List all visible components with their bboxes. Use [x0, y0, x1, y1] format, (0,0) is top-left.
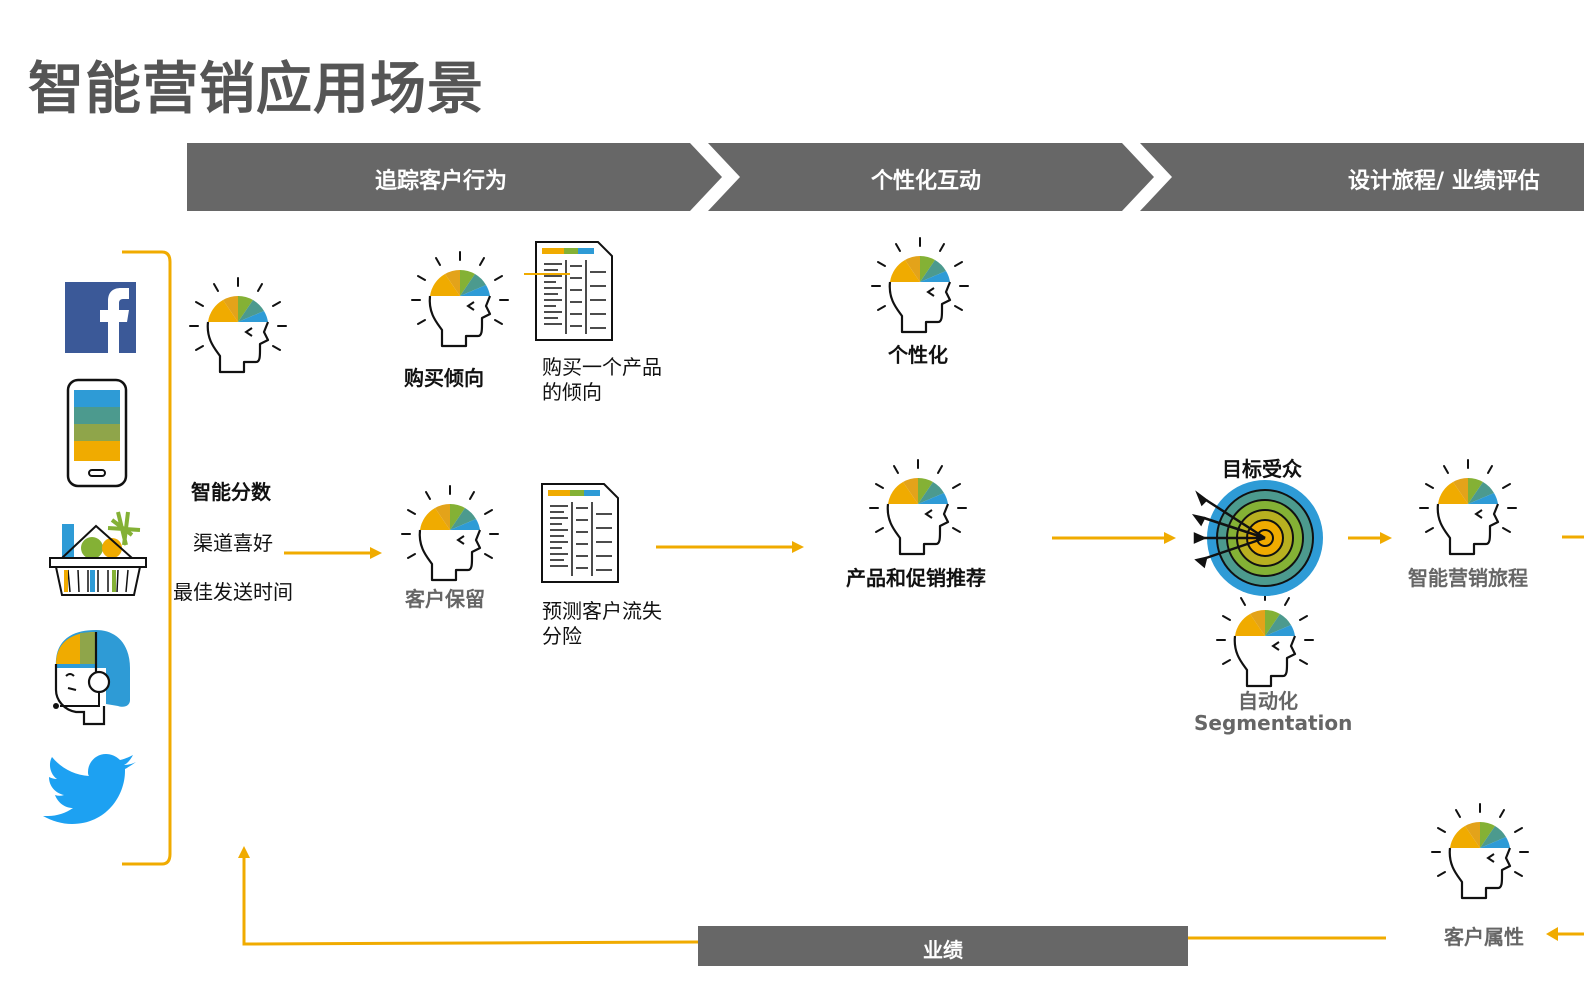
segmentation-label: Segmentation [1194, 711, 1353, 735]
phase-track-behavior: 追踪客户行为 [375, 169, 508, 194]
facebook-icon [65, 282, 136, 353]
attributes-head-icon [1430, 802, 1530, 900]
retention-head-icon [400, 484, 500, 582]
phase-journey-performance: 设计旅程/ 业绩评估 [1348, 169, 1540, 194]
segmentation-head-icon [1215, 590, 1315, 688]
recommendation-head-icon [868, 458, 968, 556]
phase-3-shape [1140, 143, 1584, 211]
shopping-basket-icon [49, 511, 147, 596]
purchase-propensity-head-icon [410, 250, 510, 348]
phase-bar [187, 143, 1584, 211]
report-icon [535, 241, 613, 341]
smart-journey-label: 智能营销旅程 [1408, 566, 1528, 590]
phase-2-shape [708, 143, 1154, 211]
arrow-heads [238, 532, 1558, 941]
personalization-label: 个性化 [888, 343, 948, 367]
customer-attributes-label: 客户属性 [1444, 925, 1524, 949]
target-audience-label: 目标受众 [1222, 457, 1302, 481]
smartphone-icon [66, 378, 128, 488]
best-send-time-label: 最佳发送时间 [173, 580, 293, 604]
journey-head-icon [1418, 458, 1518, 556]
churn-report-icon [541, 483, 619, 583]
flow-arrows [242, 535, 1584, 946]
page-title: 智能营销应用场景 [28, 57, 484, 122]
call-agent-icon [53, 630, 130, 726]
channel-bracket [122, 250, 172, 866]
churn-line2: 分险 [542, 624, 582, 648]
smart-score-label: 智能分数 [191, 480, 271, 504]
automation-label: 自动化 [1238, 689, 1298, 713]
phase-personalized-interaction: 个性化互动 [871, 169, 982, 194]
channel-pref-label: 渠道喜好 [193, 531, 273, 555]
target-icon [1191, 480, 1323, 596]
customer-retention-label: 客户保留 [405, 587, 485, 611]
product-promo-label: 产品和促销推荐 [846, 566, 986, 590]
purchase-propensity-label: 购买倾向 [404, 366, 484, 390]
phase-1-shape [187, 143, 722, 211]
purchase-product-line1: 购买一个产品 [542, 355, 662, 379]
purchase-product-line2: 的倾向 [542, 380, 602, 404]
footer-bar-shape [698, 926, 1188, 966]
smart-score-head-icon [188, 276, 288, 374]
twitter-icon [43, 754, 136, 824]
churn-line1: 预测客户流失 [542, 599, 662, 623]
performance-bar-label: 业绩 [923, 938, 963, 962]
personalization-head-icon [870, 236, 970, 334]
